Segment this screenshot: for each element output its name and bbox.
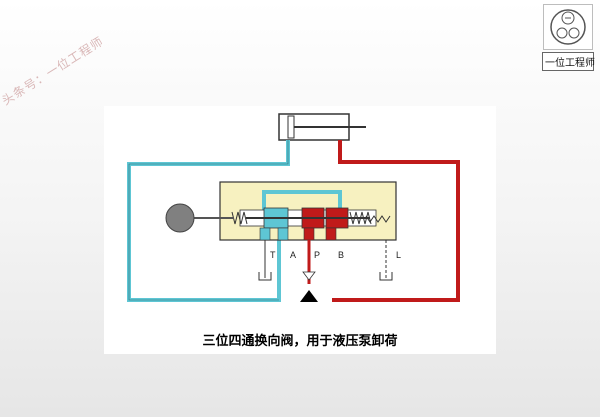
diagram-panel: T A P B L 三位四通换向阀，用于液压泵卸荷: [104, 106, 496, 354]
pipe-return-outline: [128, 140, 289, 301]
diagram-caption: 三位四通换向阀，用于液压泵卸荷: [202, 334, 398, 349]
brand-name: 一位工程师: [542, 52, 595, 71]
port-label-a: A: [290, 250, 297, 260]
drain-l-symbol: [379, 240, 393, 281]
pump-p-symbol: [300, 240, 318, 302]
port-label-p: P: [314, 250, 321, 260]
watermark-text: 头条号：一位工程师: [0, 33, 107, 108]
port-label-l: L: [396, 250, 402, 260]
port-label-t: T: [270, 250, 276, 260]
valve-body: [219, 181, 397, 241]
tank-t-symbol: [258, 240, 272, 281]
brand-badge: 一位工程师: [542, 4, 595, 71]
port-label-b: B: [338, 250, 345, 260]
actuator-cylinder: [278, 113, 366, 141]
valve-diagram: [127, 113, 460, 302]
engineer-seal-logo-icon: [543, 4, 593, 50]
pipe-pressure-line: [332, 140, 460, 302]
manual-lever-handle: [165, 203, 234, 233]
